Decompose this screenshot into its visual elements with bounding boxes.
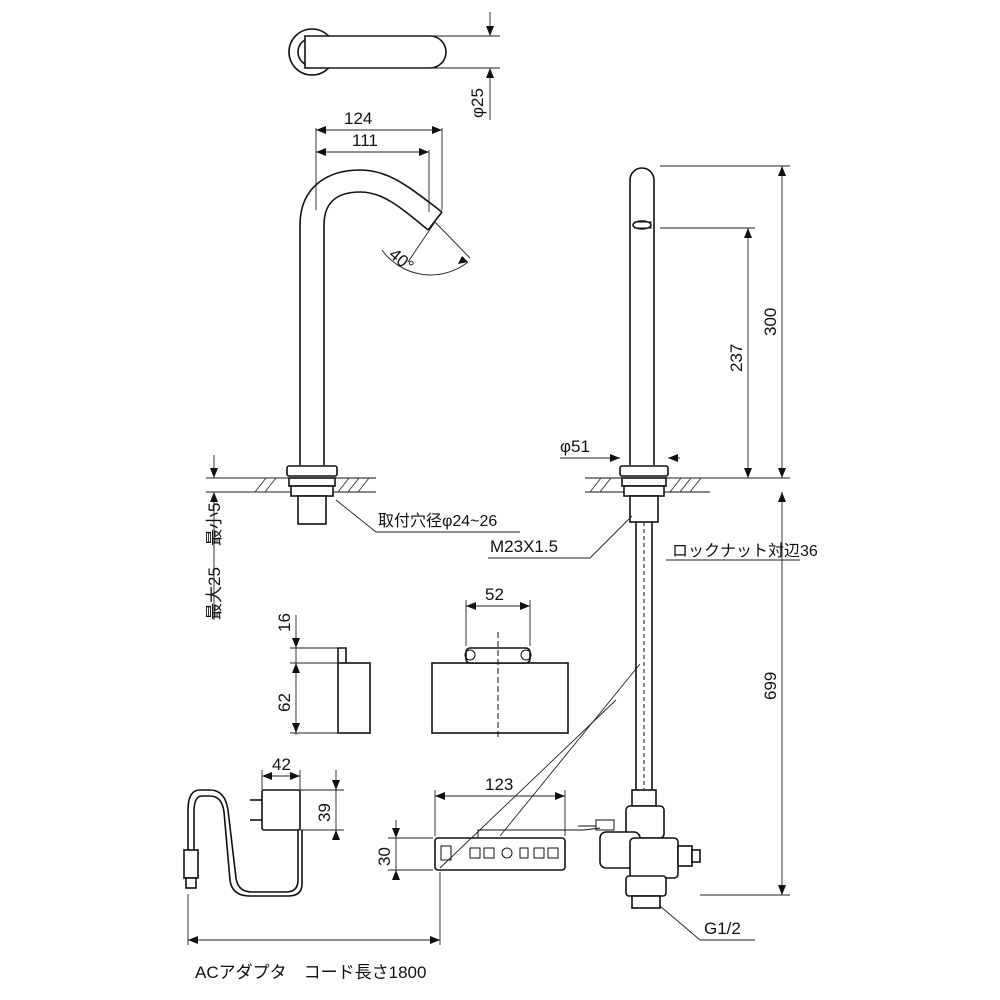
inlet-thread-label: G1/2 xyxy=(704,919,741,938)
controller-unit: 123 30 xyxy=(375,775,601,880)
controller-height-label: 30 xyxy=(375,847,394,866)
sensor-depth-label: 16 xyxy=(275,613,294,632)
thickness-min-label: 最小5 xyxy=(205,503,224,546)
controller-width-label: 123 xyxy=(485,775,513,794)
adapter-height-label: 39 xyxy=(315,803,334,822)
spout-angle-label: 40° xyxy=(385,245,417,276)
base-diameter-label: φ51 xyxy=(560,437,590,456)
counter-thickness-dims: 最大25 最小5 xyxy=(205,455,290,620)
thickness-max-label: 最大25 xyxy=(205,567,224,620)
height-total-label: 300 xyxy=(761,308,780,336)
solenoid-valve: G1/2 xyxy=(578,789,755,941)
ac-adapter: 42 39 ACアダプタ コード長さ1800 xyxy=(183,755,441,982)
top-view-handle: φ25 xyxy=(288,12,500,120)
sensor-height-label: 62 xyxy=(275,693,294,712)
sensor-cable xyxy=(439,663,641,869)
sensor-width-label: 52 xyxy=(485,585,504,604)
width-spout-label: 111 xyxy=(352,131,378,150)
sensor-side-view: 16 62 xyxy=(275,613,371,735)
mount-hole-label: 取付穴径φ24~26 xyxy=(378,512,497,530)
adapter-width-label: 42 xyxy=(272,755,291,774)
thread-label: M23X1.5 xyxy=(490,537,558,556)
handle-diameter-label: φ25 xyxy=(468,88,487,118)
sensor-front-view: 52 xyxy=(431,585,569,740)
width-overall-label: 124 xyxy=(344,109,372,128)
hose-length-label: 699 xyxy=(761,672,780,700)
lock-nut-label: ロックナット対辺36 xyxy=(672,542,818,560)
ac-adapter-note: ACアダプタ コード長さ1800 xyxy=(195,963,426,982)
height-spout-label: 237 xyxy=(727,344,746,372)
spout-side-view: 124 111 40° 取付穴径φ24~26 xyxy=(250,109,520,533)
spout-front-view: φ51 300 237 M23X1.5 ロックナット対辺36 699 xyxy=(488,165,818,896)
